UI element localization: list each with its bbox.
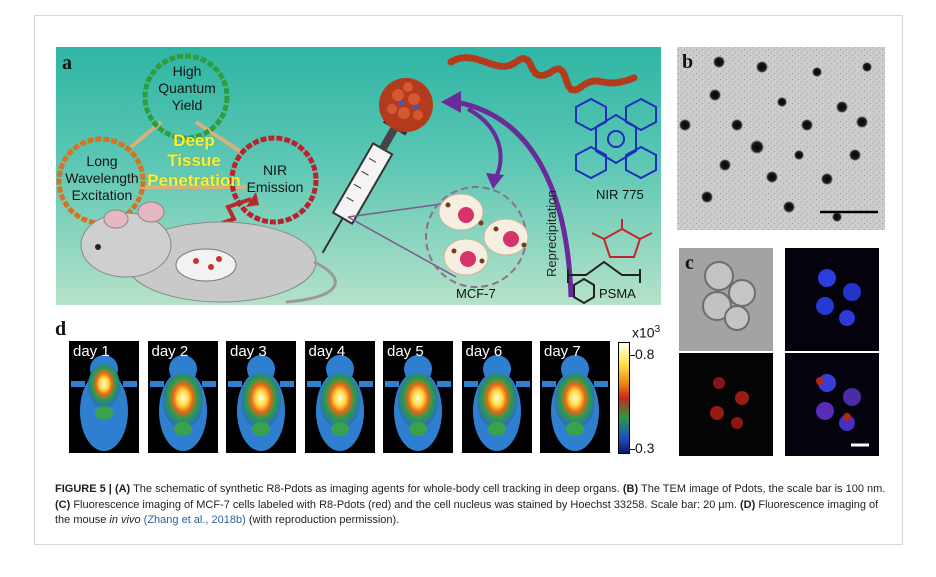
cell-dot xyxy=(208,264,214,270)
psma-label: PSMA xyxy=(599,286,636,301)
excitation-label: Long Wavelength Excitation xyxy=(56,153,148,204)
caption-tag-d: (D) xyxy=(740,498,756,511)
caption-text-c: Fluorescence imaging of MCF-7 cells labe… xyxy=(70,498,741,511)
caption-tag-c: (C) xyxy=(55,498,71,511)
pdot-particle xyxy=(379,78,433,132)
nir775-label: NIR 775 xyxy=(596,187,644,202)
caption-text-b: The TEM image of Pdots, the scale bar is… xyxy=(638,483,886,495)
label-line: Emission xyxy=(246,179,304,195)
mouse-tail xyxy=(285,260,337,304)
panel-a-schematic: High Quantum Yield Long Wavelength Excit… xyxy=(56,47,661,305)
day-label: day 2 xyxy=(151,343,189,360)
day-image-card: day 1 xyxy=(69,341,139,453)
mouse-organ-region xyxy=(175,248,237,282)
nir-emission-label: NIR Emission xyxy=(236,162,314,196)
mcf7-cells xyxy=(438,193,529,276)
panel-letter-a: a xyxy=(62,52,72,74)
label-line: Quantum xyxy=(158,80,216,96)
colorbar-exponent-base: x10 xyxy=(632,324,655,341)
mouse-ear xyxy=(103,209,129,229)
mouse-heatmap xyxy=(463,355,530,451)
polymer-chain xyxy=(447,54,640,94)
figure-caption: FIGURE 5 | (A) The schematic of syntheti… xyxy=(55,482,895,529)
cell-dot xyxy=(193,258,199,264)
panel-letter-d: d xyxy=(55,318,67,340)
arrowhead xyxy=(441,91,461,113)
label-line: High xyxy=(172,63,202,79)
mouse-heatmap xyxy=(542,355,608,451)
mcf7-label: MCF-7 xyxy=(456,286,496,301)
label-line: Wavelength xyxy=(65,170,139,186)
day-image-card: day 3 xyxy=(226,341,296,453)
panel-c-merged xyxy=(785,353,879,456)
nir-emission-circle xyxy=(229,135,319,225)
panel-letter-b: b xyxy=(682,51,694,73)
day-image-card: day 2 xyxy=(147,341,218,453)
day-label: day 7 xyxy=(544,343,581,360)
connector-line xyxy=(194,120,243,154)
mouse-heatmap xyxy=(385,355,451,451)
mouse-heatmap xyxy=(71,355,137,451)
label-line: Penetration xyxy=(147,171,241,190)
reprecipitation-arrow xyxy=(455,99,574,298)
caption-text-d: Fluorescence imaging of the mouse xyxy=(55,498,879,527)
mouse-head xyxy=(80,212,172,278)
label-line: Excitation xyxy=(71,187,133,203)
caption-tag-b: (B) xyxy=(622,483,639,495)
day-label: day 4 xyxy=(308,343,346,360)
caption-text-a: The schematic of synthetic R8-Pdots as i… xyxy=(130,483,623,495)
label-line: NIR xyxy=(262,162,288,178)
mouse-ear xyxy=(137,201,165,223)
day-label: day 5 xyxy=(387,343,424,360)
label-line: Yield xyxy=(171,97,203,113)
label-line: Long xyxy=(86,153,118,169)
colorbar-min-label: 0.3 xyxy=(630,440,654,456)
reprecipitation-label: Reprecipitation xyxy=(544,190,559,277)
tem-particles xyxy=(677,47,885,230)
day-label: day 6 xyxy=(465,343,503,360)
panel-c-blue-nuclei xyxy=(785,248,879,351)
day-image-card: day 4 xyxy=(304,341,375,453)
schematic-drawing xyxy=(56,53,657,305)
colorbar xyxy=(618,342,630,454)
colorbar-exponent-power: 3 xyxy=(654,324,661,335)
mouse-heatmap xyxy=(149,355,216,451)
emission-arrowhead xyxy=(246,192,259,207)
mouse-eye xyxy=(95,244,101,250)
zoom-line xyxy=(347,216,457,278)
quantum-yield-circle xyxy=(142,53,230,141)
caption-title: FIGURE 5 | xyxy=(55,483,112,495)
day-label: day 1 xyxy=(73,343,110,360)
mouse-heatmap xyxy=(306,355,373,451)
syringe xyxy=(321,117,409,254)
psma-structure xyxy=(567,219,653,305)
day-image-card: day 7 xyxy=(540,341,610,453)
cell-dot xyxy=(216,256,222,262)
caption-in-vivo: in vivo xyxy=(109,514,141,526)
nir775-molecule xyxy=(575,97,657,180)
label-line: Deep xyxy=(173,131,215,150)
colorbar-max-value: 0.8 xyxy=(635,346,655,362)
mouse-heatmap xyxy=(228,355,294,451)
deep-tissue-text: Deep Tissue Penetration xyxy=(144,131,244,191)
caption-tail: (with reproduction permission). xyxy=(245,514,400,526)
panel-letter-c: c xyxy=(685,252,694,274)
panel-b-tem-image xyxy=(677,47,885,230)
day-image-card: day 6 xyxy=(461,341,532,453)
label-line: Tissue xyxy=(167,151,221,170)
caption-citation-link[interactable]: (Zhang et al., 2018b) xyxy=(140,514,246,526)
day-image-card: day 5 xyxy=(383,341,453,453)
panel-c-brightfield xyxy=(679,248,773,351)
colorbar-min-value: 0.3 xyxy=(635,440,655,456)
quantum-yield-label: High Quantum Yield xyxy=(148,63,226,114)
cell-uptake-arrow xyxy=(467,107,503,178)
colorbar-max-label: 0.8 xyxy=(630,346,654,362)
day-label: day 3 xyxy=(230,343,267,360)
colorbar-exponent: x103 xyxy=(632,324,660,341)
panel-c-red-pdots xyxy=(679,353,773,456)
arrowhead xyxy=(486,173,504,189)
caption-tag-a: (A) xyxy=(114,483,131,495)
